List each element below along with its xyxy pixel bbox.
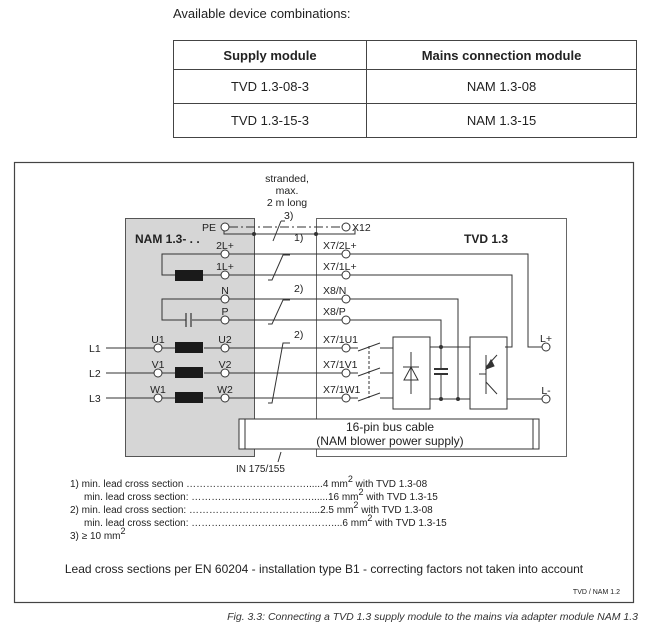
footnote-mark-2a: 2)	[294, 283, 303, 295]
table-row: TVD 1.3-08-3 NAM 1.3-08	[173, 69, 637, 104]
cell-supply-module: TVD 1.3-08-3	[173, 69, 367, 104]
wiring-diagram: stranded, max. 2 m long NAM 1.3- . . TVD…	[13, 161, 635, 604]
igbt-box	[469, 336, 508, 410]
cell-mains-module: NAM 1.3-08	[366, 69, 637, 104]
cable-note-line-1: stranded,	[265, 173, 309, 185]
terminal-label-x7-1u1: X7/1U1	[323, 334, 358, 346]
note-2: 2) min. lead cross section: …………………………………	[70, 500, 433, 516]
rectifier-box	[392, 336, 431, 410]
output-label-lminus: L-	[541, 385, 551, 397]
cable-note-line-3: 2 m long	[267, 197, 307, 209]
tvd-module-title: TVD 1.3	[464, 232, 508, 246]
note-2b: min. lead cross section: …………………………………….…	[84, 513, 447, 529]
cell-mains-module: NAM 1.3-15	[366, 103, 637, 138]
wire-2l-loop	[161, 253, 221, 276]
table-header-row: Supply module Mains connection module	[173, 40, 637, 70]
nam-module-title: NAM 1.3- . .	[135, 232, 200, 246]
mains-label-l1: L1	[89, 343, 101, 355]
terminal-label-x8-n: X8/N	[323, 285, 346, 297]
cable-note-line-2: max.	[276, 185, 299, 197]
terminal-label-x7-1w1: X7/1W1	[323, 384, 361, 396]
terminal-label-x7-1v1: X7/1V1	[323, 359, 358, 371]
doc-reference: TVD / NAM 1.2	[573, 589, 620, 596]
intro-text: Available device combinations:	[173, 6, 351, 21]
terminal-label-x8-p: X8/P	[323, 306, 346, 318]
terminal-label-2l: 2L+	[216, 240, 234, 252]
header-supply-module: Supply module	[173, 40, 367, 70]
terminal-label-w1: W1	[150, 384, 166, 396]
junction-dots	[252, 232, 460, 401]
footnote-mark-1: 1)	[294, 232, 303, 244]
bus-cable-box	[238, 418, 540, 450]
table-row: TVD 1.3-15-3 NAM 1.3-15	[173, 103, 637, 138]
terminal-label-1l: 1L+	[216, 261, 234, 273]
wire-1l-internal	[350, 274, 513, 348]
footnote-mark-3: 3)	[284, 210, 293, 222]
terminal-label-x12: X12	[352, 222, 371, 234]
chokes	[175, 270, 203, 403]
footnote-mark-2b: 2)	[294, 329, 303, 341]
terminal-label-pe: PE	[202, 222, 216, 234]
mains-label-l3: L3	[89, 393, 101, 405]
drawing-id: IN 175/155	[236, 464, 285, 475]
terminal-label-u1: U1	[151, 334, 165, 346]
terminal-label-x7-2l: X7/2L+	[323, 240, 357, 252]
wire-p-internal	[350, 319, 442, 347]
bus-cable-label-2: (NAM blower power supply)	[316, 434, 463, 448]
figure-caption: Fig. 3.3: Connecting a TVD 1.3 supply mo…	[227, 611, 638, 623]
device-combinations-table: Supply module Mains connection module TV…	[173, 40, 637, 138]
cell-supply-module: TVD 1.3-15-3	[173, 103, 367, 138]
capacitor-icon	[185, 313, 192, 327]
note-1: 1) min. lead cross section ……………………………….…	[70, 474, 428, 490]
terminal-label-u2: U2	[218, 334, 232, 346]
standard-note: Lead cross sections per EN 60204 - insta…	[65, 562, 584, 576]
output-label-lplus: L+	[540, 333, 552, 345]
wire-n-loop	[161, 298, 221, 321]
mains-label-l2: L2	[89, 368, 101, 380]
note-1b: min. lead cross section: ………………………………...…	[84, 487, 438, 503]
terminal-label-w2: W2	[217, 384, 233, 396]
nam-module-box	[125, 218, 255, 457]
terminal-label-p: P	[221, 306, 228, 318]
wire-n-internal	[350, 298, 459, 399]
bus-cable-label-1: 16-pin bus cable	[346, 420, 434, 434]
terminal-label-v1: V1	[152, 359, 165, 371]
terminal-label-v2: V2	[219, 359, 232, 371]
terminals	[153, 222, 551, 404]
terminal-label-x7-1l: X7/1L+	[323, 261, 357, 273]
terminal-label-n: N	[221, 285, 229, 297]
note-3: 3) ≥ 10 mm2	[70, 526, 126, 542]
header-mains-connection-module: Mains connection module	[366, 40, 637, 70]
wire-2l-internal	[350, 253, 542, 348]
